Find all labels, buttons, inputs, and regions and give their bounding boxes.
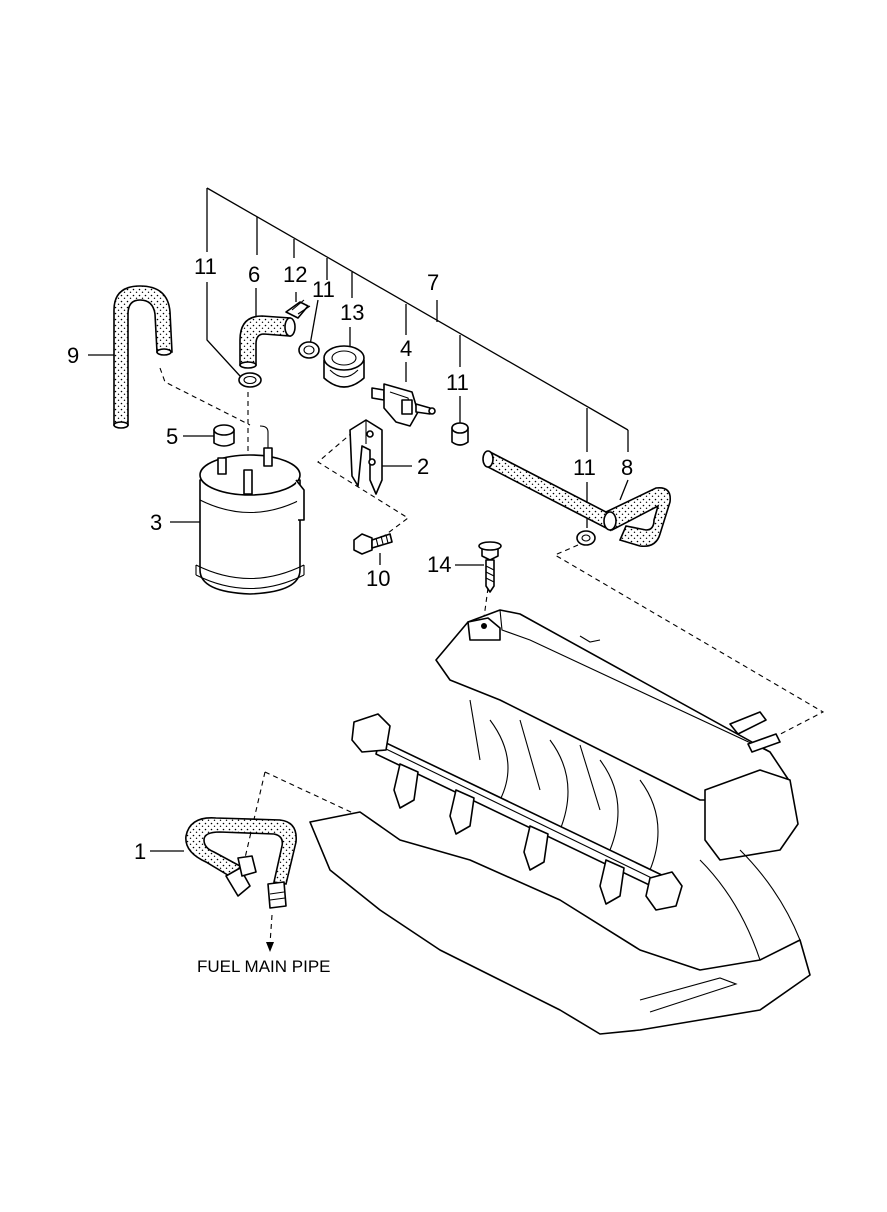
valve-part-4 [371,383,436,427]
bracket-part-2 [349,419,383,495]
hose-part-1 [185,817,297,909]
hose-part-6 [239,315,296,369]
assembly-leader-lines [88,187,629,852]
callout-8: 8 [621,455,633,480]
fuel-main-pipe-label: FUEL MAIN PIPE [197,957,331,976]
intake-manifold [309,609,811,1035]
cap-part-5 [213,424,235,447]
callout-9: 9 [67,343,79,368]
callout-3: 3 [150,510,162,535]
callout-11-upper: 11 [312,277,335,302]
callout-2: 2 [417,454,429,479]
callout-11-left: 11 [194,254,217,279]
callout-14: 14 [427,552,451,577]
callout-12: 12 [283,262,307,287]
clamp-part-11-upper [298,341,320,359]
bolt-part-10 [353,533,393,555]
grommet-part-13 [323,345,365,388]
callout-11-right: 11 [573,455,596,480]
callout-11-mid: 11 [446,370,469,395]
callout-4: 4 [400,336,412,361]
callout-10: 10 [366,566,390,591]
hose-part-8 [482,450,672,548]
clamp-part-11-mid [451,422,469,446]
clamp-part-11-left [238,372,262,388]
callout-1: 1 [134,839,146,864]
bolt-part-14 [478,541,502,593]
clip-part-12 [285,299,311,319]
callout-5: 5 [166,424,178,449]
callout-7: 7 [427,270,439,295]
callout-labels: 1 2 3 4 5 6 7 8 9 10 11 11 11 11 12 13 1… [67,254,633,976]
injector-row [393,763,625,905]
clamp-part-11-right [576,530,596,546]
callout-6: 6 [248,262,260,287]
hose-part-9 [113,285,173,429]
canister-part-3 [195,425,305,595]
callout-13: 13 [340,300,364,325]
